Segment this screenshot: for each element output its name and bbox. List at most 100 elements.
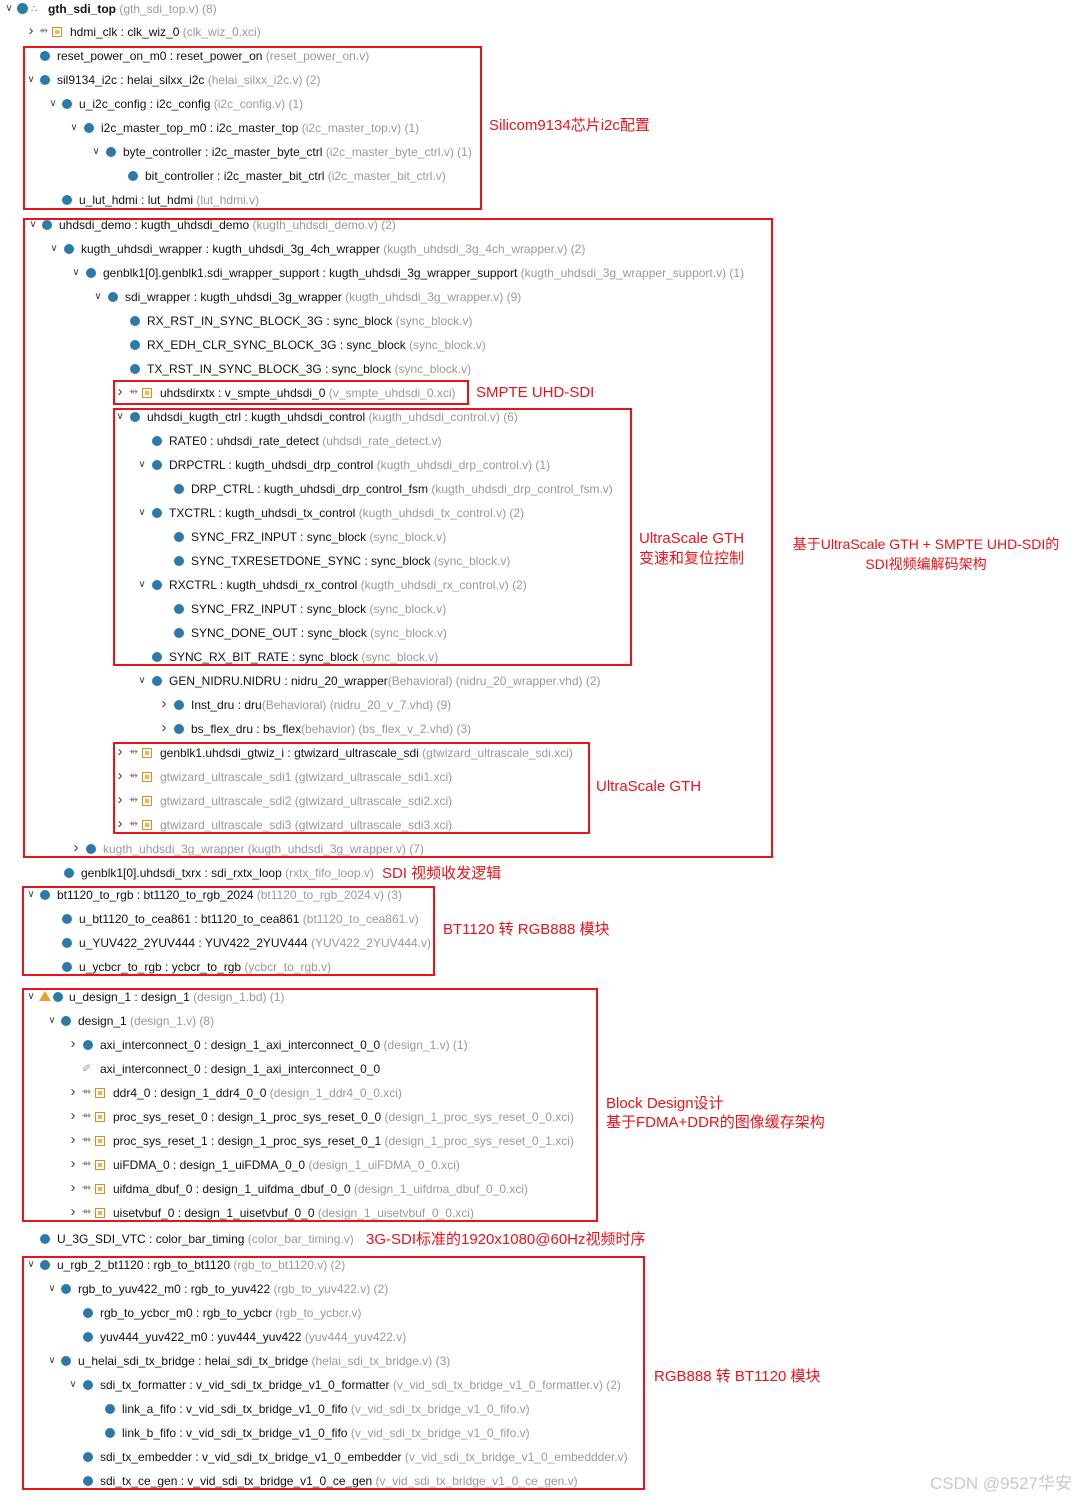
tree-row[interactable]: SYNC_FRZ_INPUT : sync_block (sync_block.…	[0, 598, 1078, 620]
tree-row[interactable]: ›⇴gtwizard_ultrascale_sdi2 (gtwizard_ult…	[0, 790, 1078, 812]
chevron-right-icon[interactable]: ›	[161, 719, 167, 736]
tree-row[interactable]: RATE0 : uhdsdi_rate_detect (uhdsdi_rate_…	[0, 430, 1078, 452]
tree-row[interactable]: ∨rgb_to_yuv422_m0 : rgb_to_yuv422 (rgb_t…	[0, 1278, 1078, 1300]
tree-row[interactable]: ›⇴uiFDMA_0 : design_1_uiFDMA_0_0 (design…	[0, 1154, 1078, 1176]
tree-row[interactable]: ∨genblk1[0].genblk1.sdi_wrapper_support …	[0, 262, 1078, 284]
tree-row[interactable]: rgb_to_ycbcr_m0 : rgb_to_ycbcr (rgb_to_y…	[0, 1302, 1078, 1324]
chevron-down-icon[interactable]: ∨	[94, 291, 102, 302]
tree-row[interactable]: SYNC_DONE_OUT : sync_block (sync_block.v…	[0, 622, 1078, 644]
tree-row[interactable]: ›⇴uifdma_dbuf_0 : design_1_uifdma_dbuf_0…	[0, 1178, 1078, 1200]
tree-row[interactable]: ∨i2c_master_top_m0 : i2c_master_top (i2c…	[0, 117, 1078, 139]
tree-row[interactable]: ∨u_design_1 : design_1 (design_1.bd) (1)	[0, 986, 1078, 1008]
chevron-right-icon[interactable]: ›	[70, 1155, 76, 1172]
chevron-right-icon[interactable]: ›	[161, 695, 167, 712]
tree-row[interactable]: ∨design_1 (design_1.v) (8)	[0, 1010, 1078, 1032]
chevron-right-icon[interactable]: ›	[28, 22, 34, 39]
tree-row[interactable]: ∨uhdsdi_kugth_ctrl : kugth_uhdsdi_contro…	[0, 406, 1078, 428]
chevron-down-icon[interactable]: ∨	[48, 1283, 56, 1294]
chevron-down-icon[interactable]: ∨	[69, 1379, 77, 1390]
tree-row[interactable]: genblk1[0].uhdsdi_txrx : sdi_rxtx_loop (…	[0, 862, 1078, 884]
chevron-right-icon[interactable]: ›	[117, 791, 123, 808]
chevron-down-icon[interactable]: ∨	[116, 411, 124, 422]
chevron-down-icon[interactable]: ∨	[5, 3, 13, 14]
chevron-down-icon[interactable]: ∨	[48, 1015, 56, 1026]
tree-row[interactable]: ›kugth_uhdsdi_3g_wrapper (kugth_uhdsdi_3…	[0, 838, 1078, 860]
tree-row[interactable]: TX_RST_IN_SYNC_BLOCK_3G : sync_block (sy…	[0, 358, 1078, 380]
chevron-down-icon[interactable]: ∨	[27, 74, 35, 85]
chevron-down-icon[interactable]: ∨	[138, 507, 146, 518]
tree-row[interactable]: link_b_fifo : v_vid_sdi_tx_bridge_v1_0_f…	[0, 1422, 1078, 1444]
tree-row[interactable]: ∨u_helai_sdi_tx_bridge : helai_sdi_tx_br…	[0, 1350, 1078, 1372]
tree-row[interactable]: reset_power_on_m0 : reset_power_on (rese…	[0, 45, 1078, 67]
chevron-right-icon[interactable]: ›	[117, 767, 123, 784]
tree-row[interactable]: ›⇴genblk1.uhdsdi_gtwiz_i : gtwizard_ultr…	[0, 742, 1078, 764]
chevron-right-icon[interactable]: ›	[70, 1035, 76, 1052]
tree-row[interactable]: ∨uhdsdi_demo : kugth_uhdsdi_demo (kugth_…	[0, 214, 1078, 236]
tree-row[interactable]: ›⇴uhdsdirxtx : v_smpte_uhdsdi_0 (v_smpte…	[0, 382, 1078, 404]
chevron-right-icon[interactable]: ›	[70, 1131, 76, 1148]
tree-row[interactable]: ›⇴ddr4_0 : design_1_ddr4_0_0 (design_1_d…	[0, 1082, 1078, 1104]
chevron-right-icon[interactable]: ›	[70, 1107, 76, 1124]
tree-row[interactable]: ∨DRPCTRL : kugth_uhdsdi_drp_control (kug…	[0, 454, 1078, 476]
chevron-down-icon[interactable]: ∨	[27, 889, 35, 900]
chevron-right-icon[interactable]: ›	[70, 1179, 76, 1196]
chevron-right-icon[interactable]: ›	[73, 839, 79, 856]
tree-row[interactable]: ›Inst_dru : dru(Behavioral) (nidru_20_v_…	[0, 694, 1078, 716]
chevron-down-icon[interactable]: ∨	[70, 122, 78, 133]
ip-core-icon: ⇴	[39, 26, 63, 38]
tree-row[interactable]: ›⇴proc_sys_reset_1 : design_1_proc_sys_r…	[0, 1130, 1078, 1152]
chevron-down-icon[interactable]: ∨	[27, 991, 35, 1002]
tree-row[interactable]: ›axi_interconnect_0 : design_1_axi_inter…	[0, 1034, 1078, 1056]
chevron-right-icon[interactable]: ›	[70, 1083, 76, 1100]
chevron-down-icon[interactable]: ∨	[138, 459, 146, 470]
tree-row[interactable]: ∨sdi_tx_formatter : v_vid_sdi_tx_bridge_…	[0, 1374, 1078, 1396]
tree-row[interactable]: ›bs_flex_dru : bs_flex(behavior) (bs_fle…	[0, 718, 1078, 740]
chevron-down-icon[interactable]: ∨	[72, 267, 80, 278]
tree-row[interactable]: ∨∴gth_sdi_top (gth_sdi_top.v) (8)	[0, 0, 1078, 20]
tree-row[interactable]: SYNC_FRZ_INPUT : sync_block (sync_block.…	[0, 526, 1078, 548]
chevron-down-icon[interactable]: ∨	[50, 243, 58, 254]
tree-row[interactable]: ∨bt1120_to_rgb : bt1120_to_rgb_2024 (bt1…	[0, 884, 1078, 906]
tree-row[interactable]: sdi_tx_embedder : v_vid_sdi_tx_bridge_v1…	[0, 1446, 1078, 1468]
tree-row[interactable]: ∨byte_controller : i2c_master_byte_ctrl …	[0, 141, 1078, 163]
tree-row[interactable]: ∨u_i2c_config : i2c_config (i2c_config.v…	[0, 93, 1078, 115]
tree-row[interactable]: SYNC_RX_BIT_RATE : sync_block (sync_bloc…	[0, 646, 1078, 668]
chevron-right-icon[interactable]: ›	[117, 743, 123, 760]
chevron-down-icon[interactable]: ∨	[92, 146, 100, 157]
tree-row[interactable]: ∨RXCTRL : kugth_uhdsdi_rx_control (kugth…	[0, 574, 1078, 596]
tree-row[interactable]: u_lut_hdmi : lut_hdmi (lut_hdmi.v)	[0, 189, 1078, 211]
tree-row[interactable]: ∨TXCTRL : kugth_uhdsdi_tx_control (kugth…	[0, 502, 1078, 524]
chevron-down-icon[interactable]: ∨	[49, 98, 57, 109]
tree-row[interactable]: ∨sdi_wrapper : kugth_uhdsdi_3g_wrapper (…	[0, 286, 1078, 308]
tree-row[interactable]: ∨GEN_NIDRU.NIDRU : nidru_20_wrapper(Beha…	[0, 670, 1078, 692]
chevron-down-icon[interactable]: ∨	[138, 579, 146, 590]
tree-row[interactable]: U_3G_SDI_VTC : color_bar_timing (color_b…	[0, 1228, 1078, 1250]
tree-row[interactable]: ›⇴uisetvbuf_0 : design_1_uisetvbuf_0_0 (…	[0, 1202, 1078, 1224]
chevron-right-icon[interactable]: ›	[70, 1203, 76, 1220]
tree-row[interactable]: ›⇴gtwizard_ultrascale_sdi3 (gtwizard_ult…	[0, 814, 1078, 836]
tree-row[interactable]: u_bt1120_to_cea861 : bt1120_to_cea861 (b…	[0, 908, 1078, 930]
chevron-down-icon[interactable]: ∨	[27, 1259, 35, 1270]
chevron-down-icon[interactable]: ∨	[138, 675, 146, 686]
tree-row[interactable]: ∨sil9134_i2c : helai_silxx_i2c (helai_si…	[0, 69, 1078, 91]
tree-row[interactable]: ∨kugth_uhdsdi_wrapper : kugth_uhdsdi_3g_…	[0, 238, 1078, 260]
tree-row[interactable]: ›⇴gtwizard_ultrascale_sdi1 (gtwizard_ult…	[0, 766, 1078, 788]
tree-row[interactable]: ✐axi_interconnect_0 : design_1_axi_inter…	[0, 1058, 1078, 1080]
tree-row[interactable]: ›⇴hdmi_clk : clk_wiz_0 (clk_wiz_0.xci)	[0, 21, 1078, 43]
chevron-down-icon[interactable]: ∨	[29, 219, 37, 230]
tree-row[interactable]: bit_controller : i2c_master_bit_ctrl (i2…	[0, 165, 1078, 187]
tree-row[interactable]: ∨u_rgb_2_bt1120 : rgb_to_bt1120 (rgb_to_…	[0, 1254, 1078, 1276]
tree-row[interactable]: RX_EDH_CLR_SYNC_BLOCK_3G : sync_block (s…	[0, 334, 1078, 356]
tree-row[interactable]: RX_RST_IN_SYNC_BLOCK_3G : sync_block (sy…	[0, 310, 1078, 332]
tree-row[interactable]: yuv444_yuv422_m0 : yuv444_yuv422 (yuv444…	[0, 1326, 1078, 1348]
tree-row[interactable]: ›⇴proc_sys_reset_0 : design_1_proc_sys_r…	[0, 1106, 1078, 1128]
tree-row[interactable]: link_a_fifo : v_vid_sdi_tx_bridge_v1_0_f…	[0, 1398, 1078, 1420]
tree-row[interactable]: u_ycbcr_to_rgb : ycbcr_to_rgb (ycbcr_to_…	[0, 956, 1078, 978]
chevron-down-icon[interactable]: ∨	[48, 1355, 56, 1366]
tree-row[interactable]: u_YUV422_2YUV444 : YUV422_2YUV444 (YUV42…	[0, 932, 1078, 954]
chevron-right-icon[interactable]: ›	[117, 815, 123, 832]
tree-row[interactable]: DRP_CTRL : kugth_uhdsdi_drp_control_fsm …	[0, 478, 1078, 500]
tree-row[interactable]: sdi_tx_ce_gen : v_vid_sdi_tx_bridge_v1_0…	[0, 1470, 1078, 1492]
chevron-right-icon[interactable]: ›	[117, 383, 123, 400]
tree-row[interactable]: SYNC_TXRESETDONE_SYNC : sync_block (sync…	[0, 550, 1078, 572]
